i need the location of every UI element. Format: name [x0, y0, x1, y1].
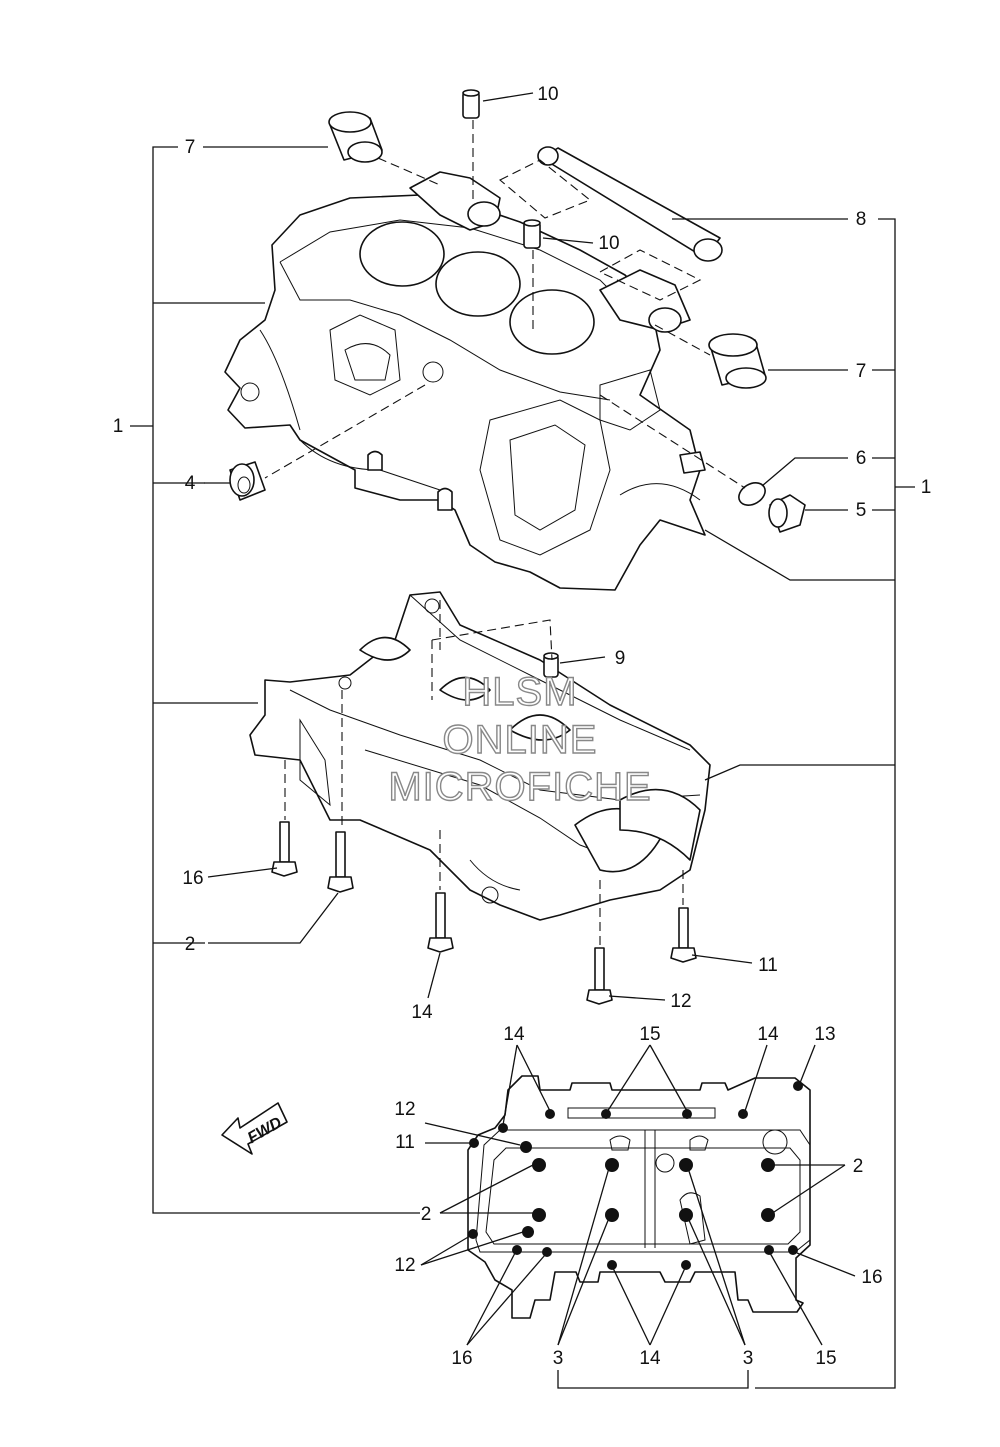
callout-10-mid: 10 [598, 233, 619, 254]
callout-4: 4 [185, 473, 196, 494]
callout-15-plan-bottom: 15 [815, 1348, 836, 1369]
callout-12-parts: 12 [670, 991, 691, 1012]
callout-8: 8 [856, 209, 867, 230]
upper-crankcase [224, 171, 706, 591]
bolt-14 [427, 892, 454, 953]
bolt-11 [670, 907, 697, 963]
callout-1-right: 1 [921, 477, 932, 498]
lower-crankcase [249, 591, 711, 921]
bushing-right [708, 333, 767, 389]
leader-lines [130, 92, 915, 1389]
callout-10-top: 10 [537, 84, 558, 105]
callout-2-bottom-right: 2 [853, 1156, 864, 1177]
callout-12-plan-bottom: 12 [394, 1255, 415, 1276]
callout-16-parts: 16 [182, 868, 203, 889]
fwd-arrow-icon: FWD [221, 1102, 288, 1155]
callout-9: 9 [615, 648, 626, 669]
callout-5: 5 [856, 500, 867, 521]
bolt-2 [327, 831, 354, 893]
callout-7-right: 7 [856, 361, 867, 382]
callout-3-left: 3 [553, 1348, 564, 1369]
svg-text:ONLINE: ONLINE [443, 718, 598, 762]
bushing-top [328, 111, 383, 163]
callout-14-plan-right: 14 [757, 1024, 779, 1045]
crankcase-bottom-plan [467, 1075, 811, 1319]
plug-left [229, 461, 266, 501]
callout-14-parts: 14 [411, 1002, 433, 1023]
bolt-12 [586, 947, 613, 1005]
cylinder-bore-2 [435, 251, 521, 317]
callout-6: 6 [856, 448, 867, 469]
dowel-top [462, 89, 480, 119]
callout-3-right: 3 [743, 1348, 754, 1369]
callout-11-parts: 11 [758, 955, 778, 976]
callout-14-plan-left: 14 [503, 1024, 525, 1045]
svg-text:HLSM: HLSM [462, 670, 577, 714]
dowel-mid [523, 219, 541, 249]
callout-14-plan-bottom: 14 [639, 1348, 661, 1369]
callout-7-top: 7 [185, 137, 196, 158]
cylinder-bore-3 [509, 289, 595, 355]
callout-1-left: 1 [113, 416, 124, 437]
callout-2-left: 2 [185, 934, 196, 955]
callout-13: 13 [814, 1024, 835, 1045]
svg-text:MICROFICHE: MICROFICHE [388, 765, 651, 809]
callout-16-plan-left: 16 [451, 1348, 472, 1369]
callout-12-plan-top: 12 [394, 1099, 415, 1120]
mount-collar [537, 146, 723, 262]
callout-16-plan-right: 16 [861, 1267, 882, 1288]
callout-labels: 7 10 10 8 7 1 6 1 4 5 9 16 2 11 12 14 14… [113, 84, 932, 1369]
callout-15-plan-top: 15 [639, 1024, 660, 1045]
bolt-16 [271, 821, 298, 877]
callout-2-bottom-left: 2 [421, 1204, 432, 1225]
watermark: HLSM ONLINE MICROFICHE [388, 669, 652, 809]
plug [768, 494, 806, 533]
callout-11-plan: 11 [395, 1132, 415, 1153]
cylinder-bore-1 [359, 221, 445, 287]
o-ring [738, 482, 766, 506]
